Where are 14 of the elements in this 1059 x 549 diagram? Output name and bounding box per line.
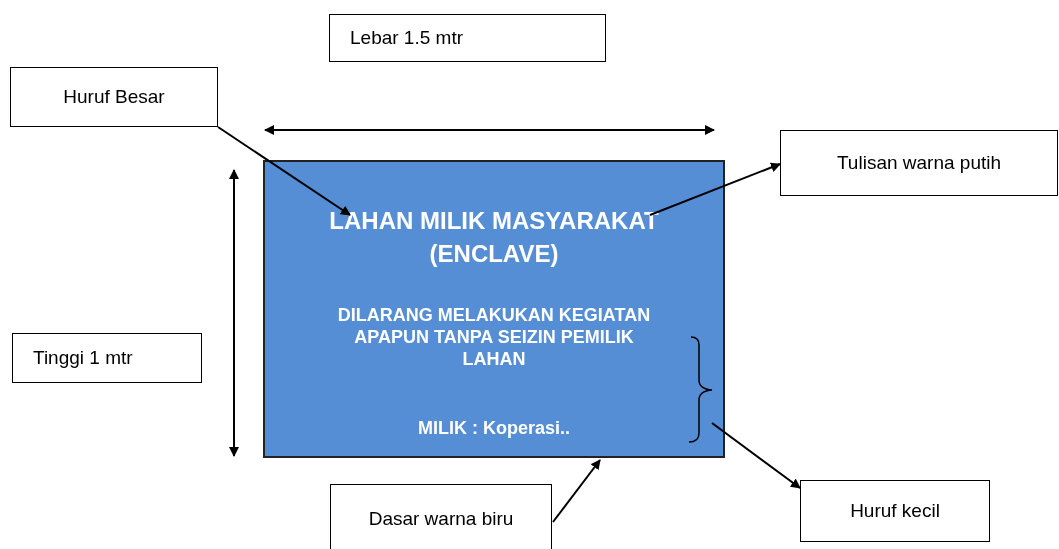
arrow (217, 126, 351, 216)
dimension-label: Lebar 1.5 mtr (329, 14, 606, 62)
dimension-label: Tinggi 1 mtr (12, 333, 202, 383)
sign-owner: MILIK : Koperasi.. (417, 417, 571, 439)
callout-label: Dasar warna biru (330, 484, 552, 549)
arrow (649, 162, 781, 216)
callout-label: Tulisan warna putih (780, 130, 1058, 196)
sign-board (263, 160, 725, 458)
sign-title: LAHAN MILIK MASYARAKAT (ENCLAVE) (328, 206, 660, 269)
arrow (711, 422, 801, 489)
callout-label: Huruf kecil (800, 480, 990, 542)
sign-warning: DILARANG MELAKUKAN KEGIATAN APAPUN TANPA SEIZIN PEMILIK LAHAN (336, 304, 652, 370)
arrow (552, 459, 601, 523)
callout-label: Huruf Besar (10, 67, 218, 127)
